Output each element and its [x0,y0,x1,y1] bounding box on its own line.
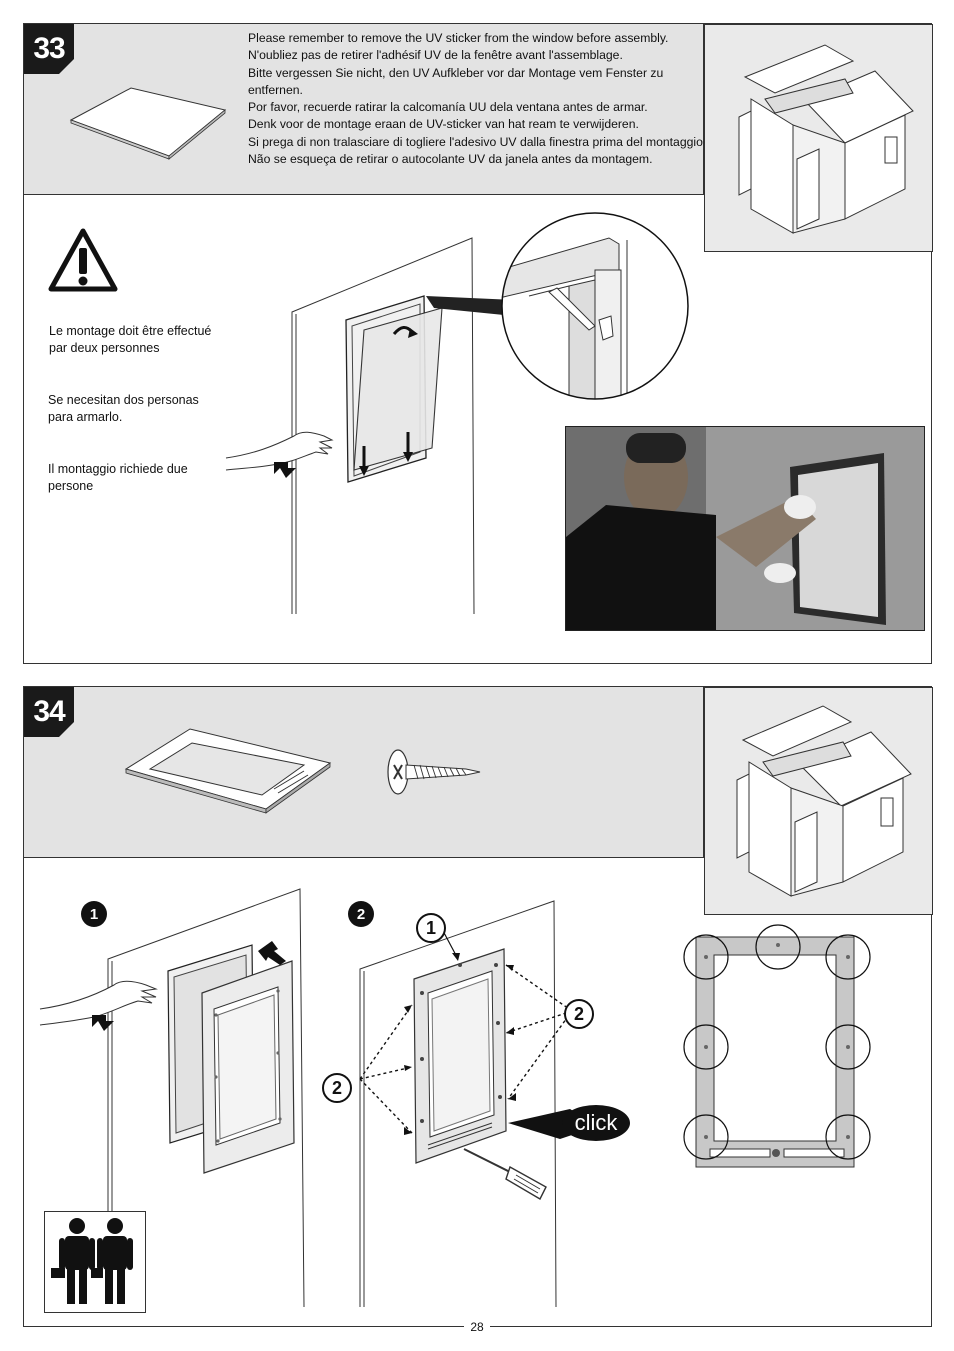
window-trim-part [124,728,332,814]
uv-sticker-instructions: Please remember to remove the UV sticker… [248,30,708,168]
two-person-note-es: Se necesitan dos personas para armarlo. [48,393,199,424]
click-callout: click [562,1105,630,1141]
step-34-number: 34 [24,687,74,737]
screw-part [387,749,481,795]
shed-overview-33 [704,24,933,252]
step-33-panel: 33 Please remember to remove the UV stic… [23,23,933,664]
callout-2-right-circled: 2 [564,999,594,1029]
instruction-it: Si prega di non tralasciare di togliere … [248,134,707,149]
shed-illustration-34 [736,705,912,897]
substep-1-label: 1 [81,901,107,927]
callout-2-left-circled: 2 [322,1073,352,1103]
uv-sticker-illustration [69,87,227,160]
instruction-pt: Não se esqueça de retirar o autocolante … [248,152,653,167]
step-34-panel: 34 1 2 [23,686,933,1327]
substep-2-label: 2 [348,901,374,927]
substep-2-illustration [359,900,586,1308]
screw-position-diagram [683,924,871,1168]
assembly-photo [565,426,925,631]
shed-illustration [738,44,914,234]
substep-1-illustration [39,888,305,1308]
instruction-en: Please remember to remove the UV sticker… [248,31,669,45]
window-mounting-illustration [225,237,514,615]
instruction-de: Bitte vergessen Sie nicht, den UV Aufkle… [248,65,664,97]
instruction-es: Por favor, recuerde ratirar la calcomaní… [248,100,648,115]
step-33-number: 33 [24,24,74,74]
two-person-icon-box [44,1211,146,1313]
instruction-fr: N'oubliez pas de retirer l'adhésif UV de… [248,48,623,63]
page-number: 28 [0,1320,954,1334]
page-number-text: 28 [464,1320,490,1334]
two-person-note-it: Il montaggio richiede due persone [48,462,188,493]
instruction-nl: Denk voor de montage eraan de UV-sticker… [248,117,639,132]
callout-1-circled: 1 [416,913,446,943]
photo-scene [566,427,924,630]
warning-icon [48,228,118,292]
two-person-icon [51,1218,133,1304]
window-corner-detail [501,212,689,400]
two-person-note-fr: Le montage doit être effectué par deux p… [49,324,212,355]
shed-overview-34 [704,687,933,915]
